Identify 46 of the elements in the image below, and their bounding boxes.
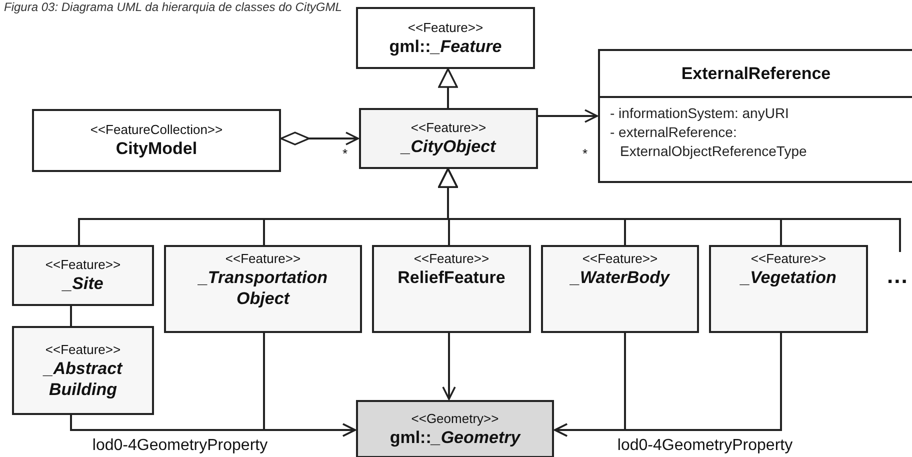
class-name: _CityObject <box>401 136 496 157</box>
class-name: _Site <box>62 273 104 294</box>
stereotype-text: <<FeatureCollection>> <box>90 122 223 138</box>
class-name: _Transportation Object <box>196 267 329 309</box>
ellipsis-text: ... <box>887 266 908 286</box>
class-box <box>359 108 538 169</box>
generalization-arrow <box>438 168 901 252</box>
class-name: CityModel <box>116 138 198 159</box>
stereotype-text: <<Feature>> <box>45 342 121 358</box>
association-line <box>70 306 72 326</box>
class-box <box>12 326 154 415</box>
class-box <box>709 245 868 333</box>
association-arrow <box>538 109 598 123</box>
association-arrow <box>554 333 782 437</box>
class-name: _Vegetation <box>740 267 836 288</box>
class-name: gml::_Geometry <box>390 426 520 448</box>
class-name: _WaterBody <box>570 267 670 288</box>
stereotype-text: <<Feature>> <box>45 257 121 273</box>
class-name: ReliefFeature <box>398 267 506 288</box>
class-box <box>598 49 912 183</box>
class-name: ExternalReference <box>681 64 831 84</box>
stereotype-text: <<Geometry>> <box>411 410 499 426</box>
attribute-text: - informationSystem: anyURI <box>610 104 790 123</box>
stereotype-text: <<Feature>> <box>750 251 826 267</box>
class-box <box>12 245 154 306</box>
association-arrow <box>263 333 356 437</box>
stereotype-text: <<Feature>> <box>410 120 486 136</box>
attribute-text: - externalReference: ExternalObjectReferenceType <box>610 123 808 161</box>
class-box <box>541 245 699 333</box>
class-name: gml::_Feature <box>389 36 502 56</box>
stereotype-text: <<Feature>> <box>414 251 490 267</box>
class-name: _Abstract Building <box>42 358 124 400</box>
association-arrow <box>442 333 456 400</box>
stereotype-text: <<Feature>> <box>582 251 658 267</box>
stereotype-text: <<Feature>> <box>225 251 301 267</box>
class-box <box>164 245 362 333</box>
class-box <box>356 400 554 457</box>
class-box <box>372 245 531 333</box>
class-box <box>356 7 535 69</box>
stereotype-text: <<Feature>> <box>408 20 484 36</box>
generalization-arrow <box>438 68 458 108</box>
edge-label: lod0-4GeometryProperty <box>617 437 793 455</box>
edge-label: lod0-4GeometryProperty <box>92 437 268 455</box>
aggregation-arrow <box>280 132 359 146</box>
figure-title: Figura 03: Diagrama UML da hierarquia de classes do CityGML <box>4 0 342 14</box>
class-box <box>32 109 281 172</box>
